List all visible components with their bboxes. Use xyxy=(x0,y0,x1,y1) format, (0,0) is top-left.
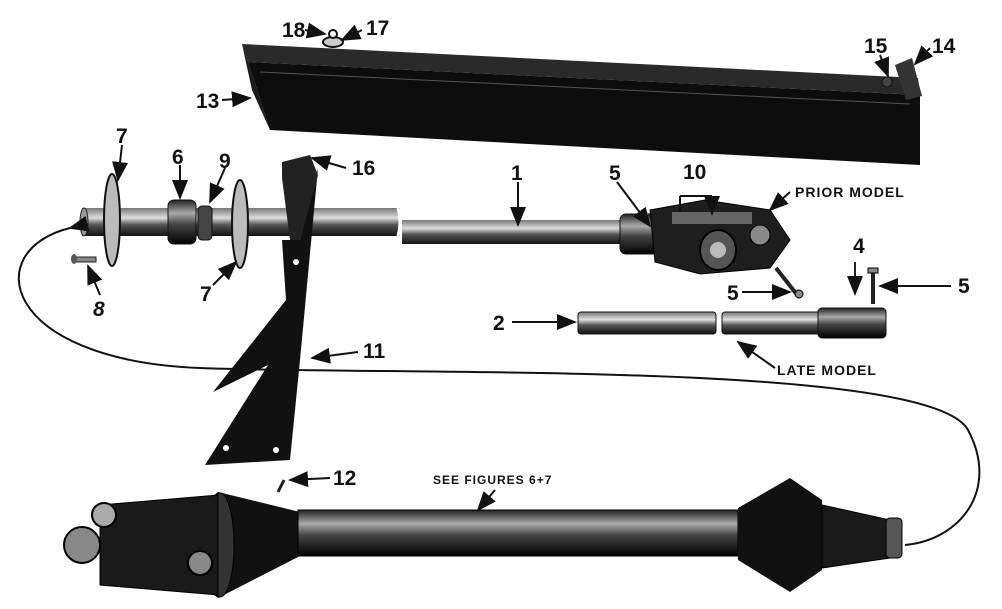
bolt-5-late xyxy=(867,267,879,304)
part-label-12: 12 xyxy=(333,467,357,490)
part-label-5b: 5 xyxy=(727,282,739,305)
caption-late-model: LATE MODEL xyxy=(777,362,877,378)
part-label-8: 8 xyxy=(93,298,105,321)
part-label-17: 17 xyxy=(366,17,390,40)
bolt-8 xyxy=(71,254,97,264)
connection-curve xyxy=(17,215,981,546)
bracket-11 xyxy=(205,155,318,465)
part-label-7a: 7 xyxy=(116,125,128,148)
part-label-5a: 5 xyxy=(609,162,621,185)
part-label-7b: 7 xyxy=(200,283,212,306)
part-label-13: 13 xyxy=(196,90,220,113)
shaft-2 xyxy=(577,311,717,335)
part-label-18: 18 xyxy=(282,19,306,42)
part-label-9: 9 xyxy=(219,150,231,173)
caption-see-figures: SEE FIGURES 6+7 xyxy=(433,473,553,487)
part-label-6: 6 xyxy=(172,146,184,169)
collar-9 xyxy=(197,205,213,241)
bearing-6 xyxy=(167,199,197,245)
u-joint-prior-model xyxy=(619,199,791,275)
part-label-4: 4 xyxy=(853,235,865,258)
part-label-1: 1 xyxy=(511,162,523,185)
shaft-1 xyxy=(79,207,624,244)
bolt-5-prior xyxy=(774,266,804,299)
caption-prior-model: PRIOR MODEL xyxy=(795,184,905,200)
flange-7-left xyxy=(103,173,121,267)
part-label-10: 10 xyxy=(683,161,707,184)
drive-shaft-assembly xyxy=(63,478,903,598)
part-label-14: 14 xyxy=(932,35,956,58)
part-label-15: 15 xyxy=(864,35,888,58)
part-label-2: 2 xyxy=(493,312,505,335)
flange-7-right xyxy=(231,179,249,269)
shield-fasteners xyxy=(322,29,922,100)
leader-lines xyxy=(87,22,951,512)
shaft-late-model xyxy=(721,307,887,339)
shield-13 xyxy=(242,44,920,165)
part-label-16: 16 xyxy=(352,157,376,180)
part-label-5c: 5 xyxy=(958,275,970,298)
part-label-11: 11 xyxy=(363,340,386,363)
